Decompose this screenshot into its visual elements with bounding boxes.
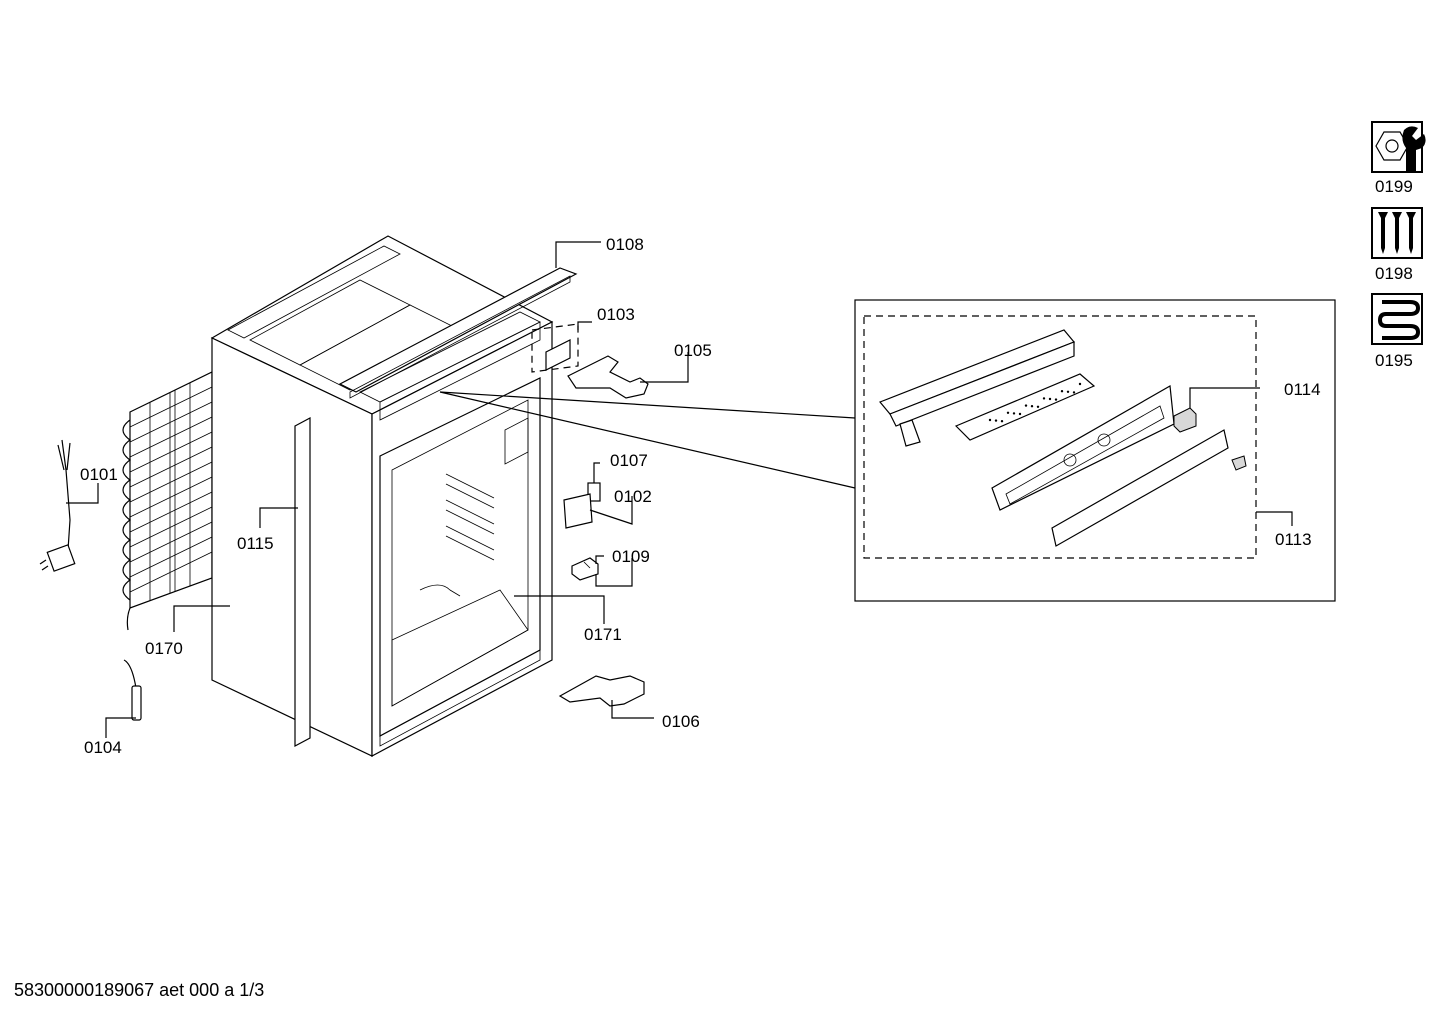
label-0107: 0107 — [610, 451, 648, 470]
part-0103 — [545, 339, 571, 371]
top-rail — [338, 267, 578, 399]
part-0109 — [571, 557, 599, 581]
part-0102-cover — [563, 493, 593, 529]
label-0170: 0170 — [145, 639, 183, 658]
label-0109: 0109 — [612, 547, 650, 566]
label-0103: 0103 — [597, 305, 635, 324]
label-0115: 0115 — [237, 534, 274, 553]
document-footer-code: 58300000189067 aet 000 a 1/3 — [14, 980, 265, 1000]
label-0104: 0104 — [84, 738, 122, 757]
legend-0195-code: 0195 — [1375, 351, 1413, 370]
power-cable — [39, 439, 76, 572]
legend-0199: 0199 — [1371, 121, 1426, 196]
legend-0195: 0195 — [1371, 293, 1423, 370]
label-0113: 0113 — [1275, 530, 1312, 549]
legend-0199-code: 0199 — [1375, 177, 1413, 196]
detail-box — [854, 299, 1336, 602]
label-0171: 0171 — [584, 625, 622, 644]
label-0106: 0106 — [662, 712, 700, 731]
label-0101: 0101 — [80, 465, 118, 484]
upper-hinge — [567, 355, 649, 399]
condenser-grid — [122, 371, 213, 631]
label-0108: 0108 — [606, 235, 644, 254]
leader-lines — [66, 241, 1293, 738]
legend-0198: 0198 — [1371, 207, 1423, 283]
cabinet-body — [210, 235, 554, 757]
legend-0198-code: 0198 — [1375, 264, 1413, 283]
part-0103-outline — [531, 323, 579, 373]
part-labels: 0108 0103 0105 0114 0101 0107 0102 0115 … — [80, 235, 1321, 757]
label-0114: 0114 — [1284, 380, 1321, 399]
temperature-sensor — [123, 659, 142, 721]
label-0102: 0102 — [614, 487, 652, 506]
seal-strip — [294, 417, 311, 747]
label-0105: 0105 — [674, 341, 712, 360]
lower-hinge — [558, 675, 645, 707]
detail-callout-lines — [439, 391, 856, 489]
